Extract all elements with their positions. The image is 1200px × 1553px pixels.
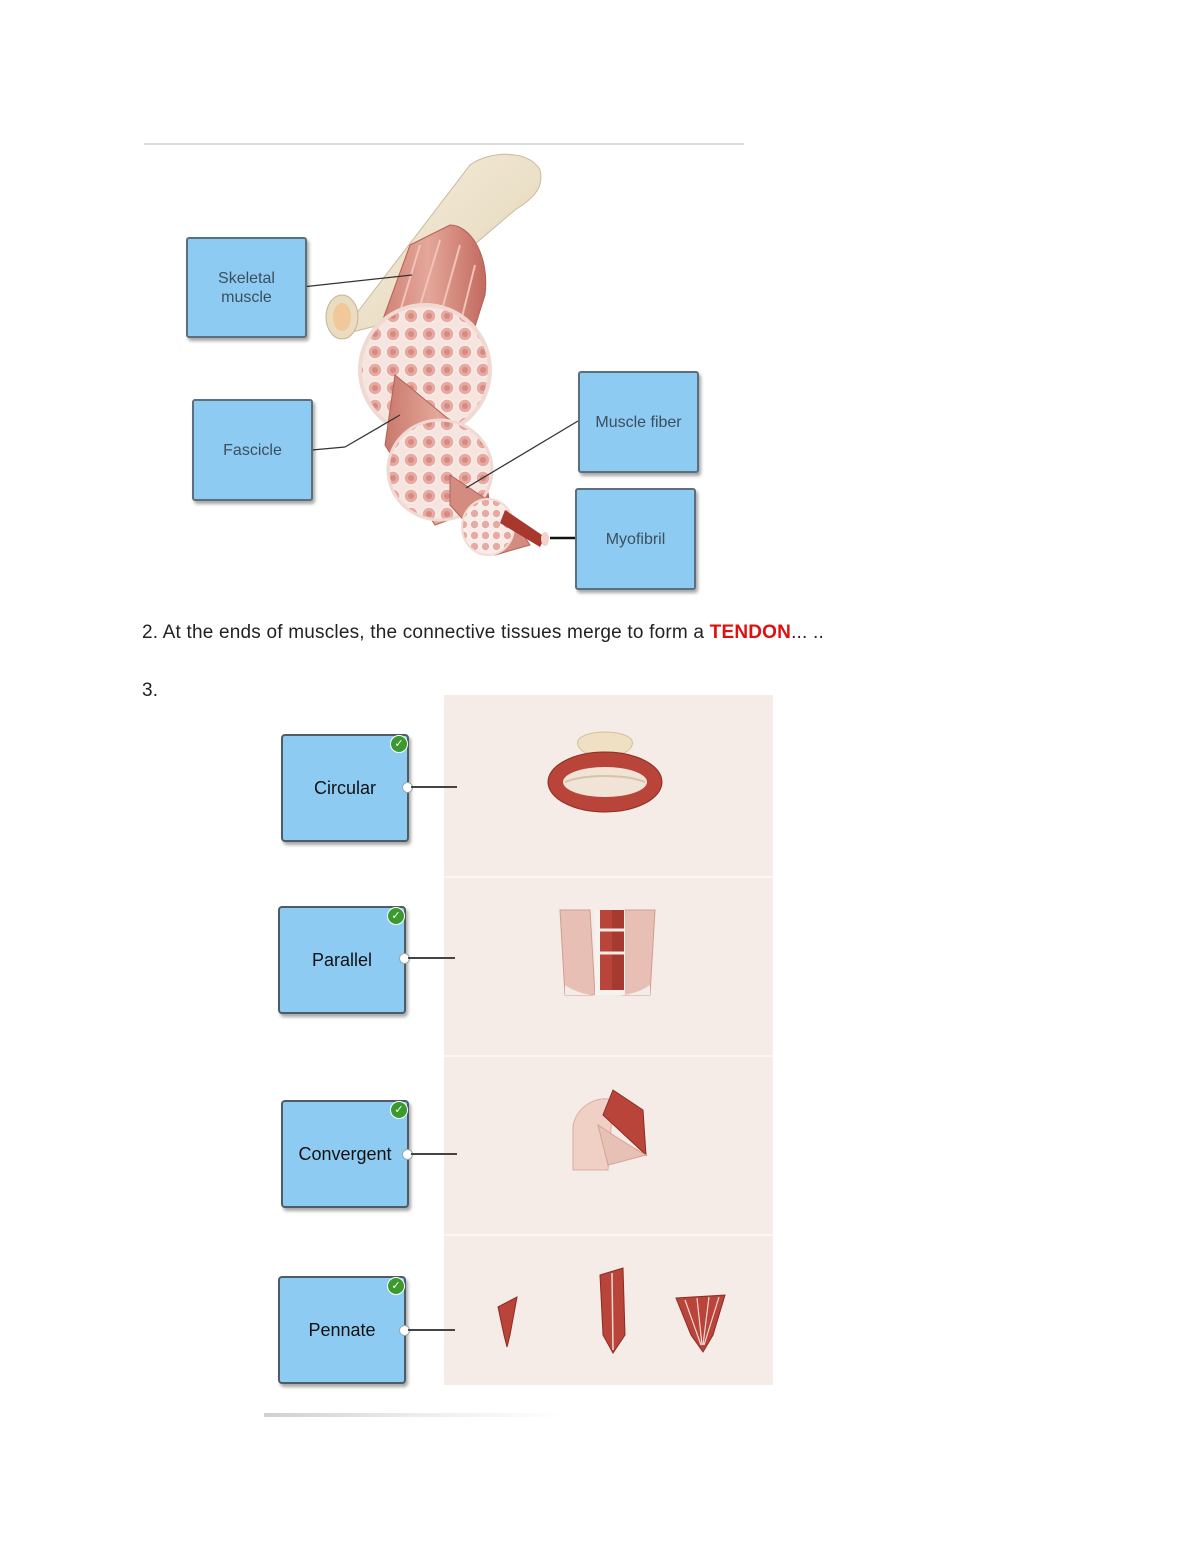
- label-muscle-fiber[interactable]: Muscle fiber: [578, 371, 699, 473]
- type-label-parallel: Parallel: [311, 949, 373, 970]
- question-3-number: 3.: [142, 680, 159, 701]
- label-fascicle-text: Fascicle: [223, 441, 282, 459]
- bipennate-muscle-image: [599, 1267, 626, 1354]
- check-icon: ✓: [387, 1277, 405, 1295]
- check-icon: ✓: [390, 735, 408, 753]
- panel-divider: [444, 1234, 773, 1236]
- check-icon: ✓: [387, 907, 405, 925]
- type-box-parallel[interactable]: Parallel ✓: [278, 906, 406, 1014]
- label-myofibril-text: Myofibril: [605, 530, 666, 548]
- parallel-muscle-image: [559, 909, 656, 997]
- unipennate-muscle-image: [497, 1296, 518, 1348]
- question-2-text: 2. At the ends of muscles, the connectiv…: [142, 622, 710, 643]
- label-muscle-fiber-text: Muscle fiber: [595, 413, 682, 431]
- top-divider: [144, 143, 744, 145]
- fiber-cross-section: [461, 498, 515, 556]
- type-label-pennate: Pennate: [308, 1319, 376, 1340]
- label-skeletal-muscle[interactable]: Skeletal muscle: [186, 237, 307, 338]
- skeletal-muscle-diagram: [301, 153, 579, 556]
- type-label-convergent: Convergent: [298, 1143, 392, 1164]
- type-box-convergent[interactable]: Convergent ✓: [281, 1100, 409, 1208]
- leader-line: [408, 1329, 455, 1331]
- label-skeletal-muscle-text: Skeletal muscle: [218, 269, 275, 306]
- leader-line: [411, 1153, 457, 1155]
- panel-divider: [444, 1055, 773, 1057]
- type-box-pennate[interactable]: Pennate ✓: [278, 1276, 406, 1384]
- scrollbar-edge: [264, 1413, 564, 1417]
- label-myofibril[interactable]: Myofibril: [575, 488, 696, 590]
- question-2: 2. At the ends of muscles, the connectiv…: [142, 622, 824, 644]
- type-label-circular: Circular: [313, 777, 376, 798]
- label-fascicle[interactable]: Fascicle: [192, 399, 313, 501]
- question-2-answer: TENDON: [709, 622, 792, 643]
- leader-line: [408, 957, 455, 959]
- myofibril-strand: [500, 510, 545, 547]
- leader-line: [411, 786, 457, 788]
- convergent-muscle-image: [572, 1089, 648, 1171]
- check-icon: ✓: [390, 1101, 408, 1119]
- question-2-trailing: ... ..: [791, 622, 824, 643]
- multipennate-muscle-image: [675, 1294, 726, 1353]
- panel-divider: [444, 876, 773, 878]
- type-box-circular[interactable]: Circular ✓: [281, 734, 409, 842]
- circular-muscle-image: [547, 731, 663, 813]
